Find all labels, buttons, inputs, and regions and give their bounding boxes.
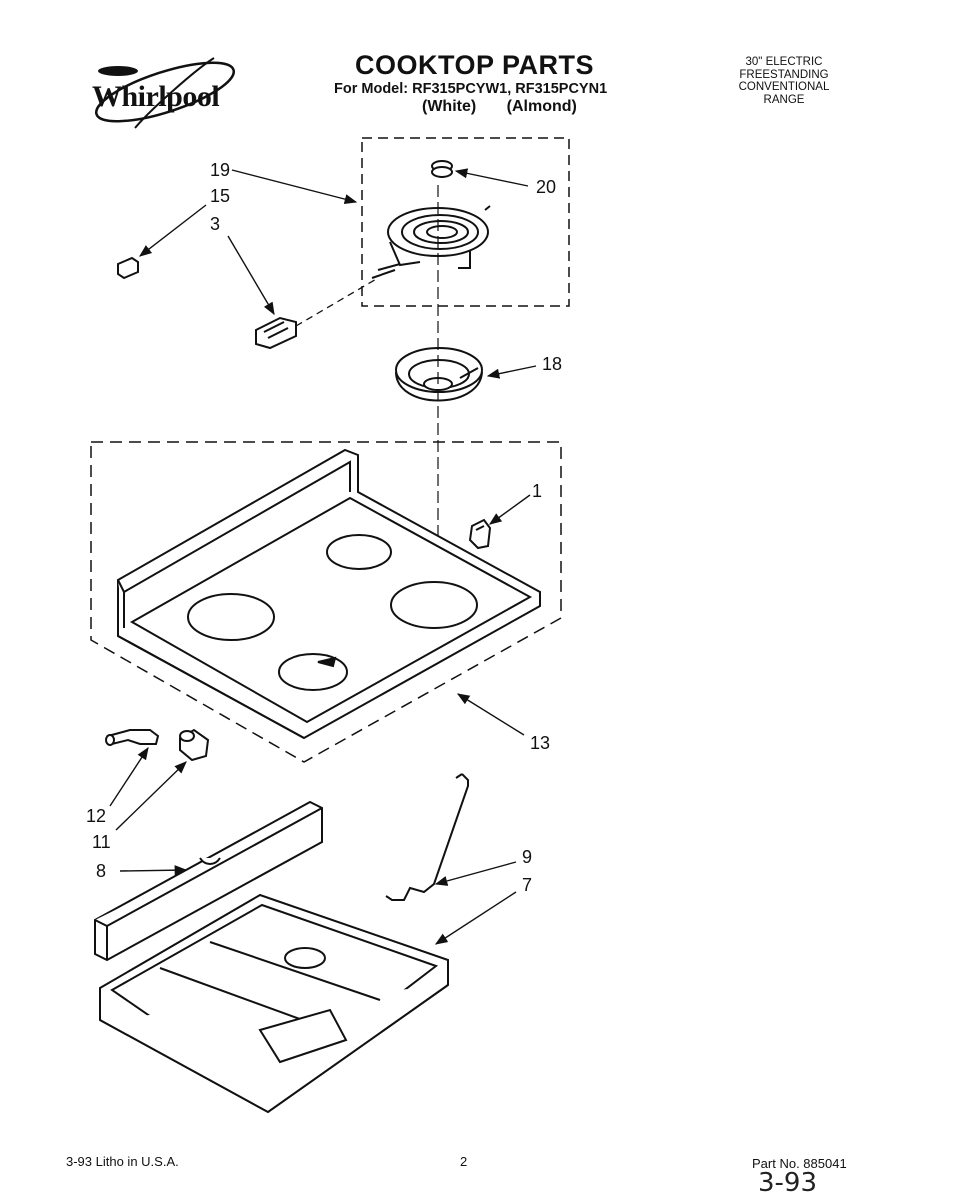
support-rod: [385, 773, 469, 901]
element-cap: [431, 160, 453, 178]
cooktop-group-box: [90, 441, 562, 763]
leader-18: [486, 365, 537, 379]
leader-9: [434, 861, 517, 886]
cooktop-main-top: [117, 448, 541, 740]
cooktop-clip: [468, 518, 492, 550]
callout-20: 20: [536, 177, 557, 197]
range-spec: 30" ELECTRIC FREESTANDING CONVENTIONAL R…: [718, 56, 850, 106]
surface-element: [371, 205, 491, 279]
callout-8: 8: [96, 861, 107, 881]
callout-9: 9: [522, 847, 533, 867]
leader-19: [231, 169, 358, 205]
print-note: 3-93 Litho in U.S.A.: [66, 1154, 179, 1169]
drip-bowl: [395, 347, 483, 402]
callout-15: 15: [210, 186, 231, 206]
leader-8: [119, 865, 188, 876]
callout-1: 1: [532, 481, 543, 501]
model-line: For Model: RF315PCYW1, RF315PCYN1: [334, 81, 608, 97]
wire-clip: [117, 256, 139, 280]
callout-13: 13: [530, 733, 551, 753]
callout-12: 12: [86, 806, 107, 826]
leader-12: [109, 746, 149, 807]
brand-logo: Whirlpool: [92, 80, 220, 113]
spec-line: 30" ELECTRIC: [745, 56, 823, 68]
callout-19: 19: [210, 160, 231, 180]
spec-line: FREESTANDING: [739, 68, 829, 81]
spec-line: CONVENTIONAL: [738, 81, 830, 93]
callout-3: 3: [210, 214, 221, 234]
spec-line: RANGE: [763, 93, 805, 106]
callout-7: 7: [522, 875, 533, 895]
variant-white: (White): [422, 98, 477, 115]
terminal-block: [255, 316, 297, 350]
leader-20: [454, 168, 529, 187]
color-variants: (White) (Almond): [422, 98, 577, 116]
handwritten-date: 3-93: [758, 1168, 818, 1198]
burner-box: [99, 893, 449, 1114]
rear-panel: [94, 800, 323, 962]
page-title: COOKTOP PARTS: [355, 50, 595, 80]
element-group-box: [361, 137, 570, 307]
callout-18: 18: [542, 354, 563, 374]
wire-dash: [295, 277, 379, 327]
page-number: 2: [460, 1154, 468, 1169]
indicator-lamp: [179, 728, 210, 762]
leader-1: [488, 494, 531, 525]
part-number: Part No. 885041: [752, 1156, 847, 1171]
variant-almond: (Almond): [506, 98, 577, 115]
leader-11: [115, 761, 187, 831]
leader-7: [434, 891, 517, 945]
leader-3: [227, 235, 275, 316]
leader-13: [456, 693, 525, 736]
leader-15: [139, 204, 207, 257]
lamp-socket: [105, 729, 160, 746]
callout-11: 11: [92, 832, 111, 852]
